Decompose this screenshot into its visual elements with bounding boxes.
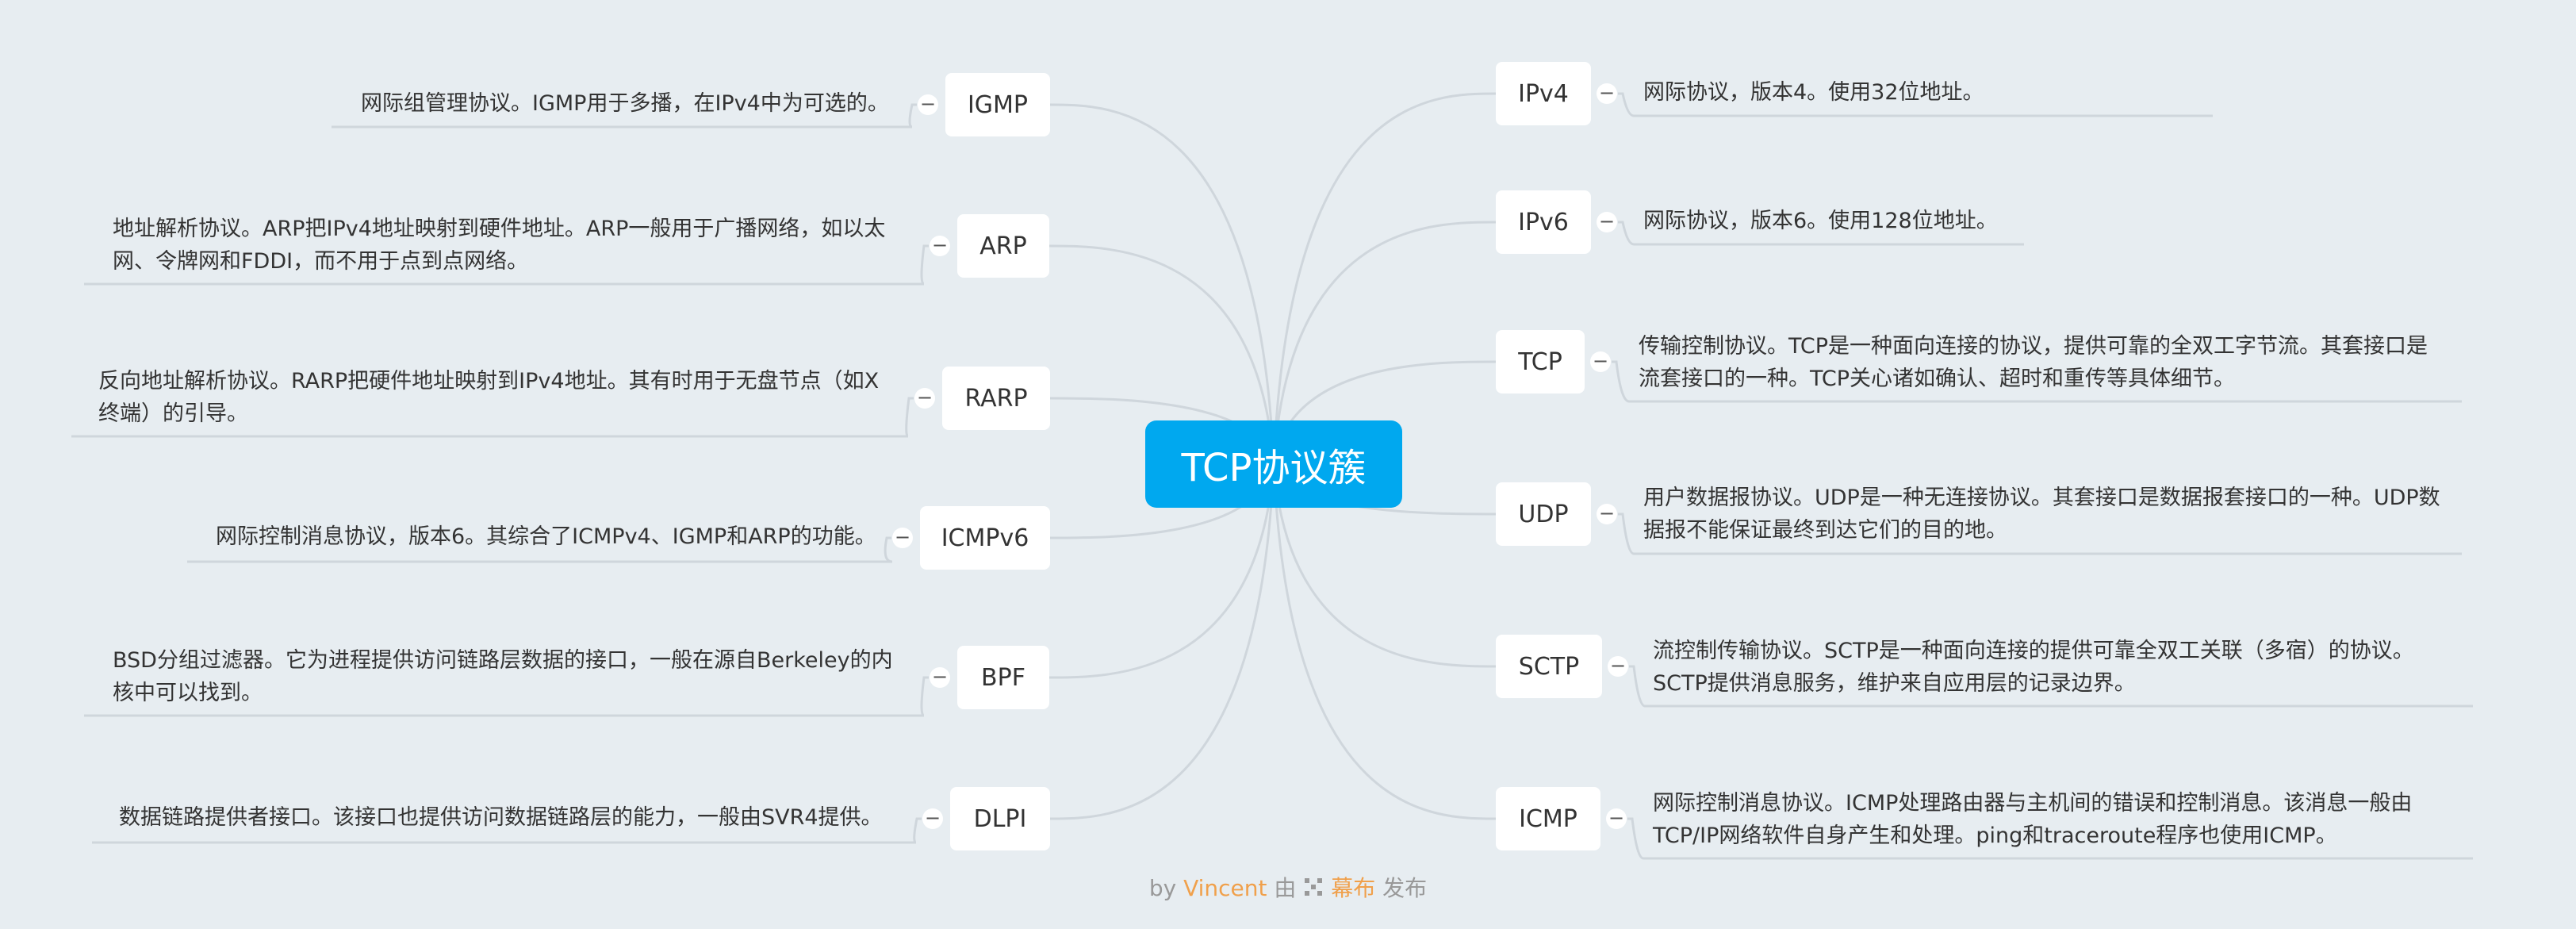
description-ipv4: 网际协议，版本4。使用32位地址。 bbox=[1643, 80, 1984, 105]
connector-arp bbox=[1048, 244, 1275, 465]
description-tcp: 传输控制协议。TCP是一种面向连接的协议，提供可靠的全双工字节流。其套接口是流套… bbox=[1639, 334, 2428, 391]
node-icmpv6[interactable]: ICMPv6 bbox=[920, 506, 1050, 570]
collapse-toggle-arp[interactable]: − bbox=[930, 236, 950, 256]
root-node[interactable]: TCP协议簇 bbox=[1145, 420, 1402, 508]
node-ipv6[interactable]: IPv6 bbox=[1496, 190, 1591, 254]
underline-arp bbox=[84, 244, 929, 286]
underline-icmp bbox=[1627, 817, 2473, 860]
underline-sctp bbox=[1629, 665, 2473, 708]
node-rarp[interactable]: RARP bbox=[942, 367, 1050, 430]
connector-bpf bbox=[1048, 463, 1275, 679]
footer-credit: by Vincent 由 幕布 发布 bbox=[0, 871, 2576, 903]
collapse-toggle-sctp[interactable]: − bbox=[1608, 656, 1628, 677]
node-icmp[interactable]: ICMP bbox=[1496, 787, 1600, 850]
collapse-toggle-icmpv6[interactable]: − bbox=[892, 528, 913, 548]
collapse-toggle-dlpi[interactable]: − bbox=[922, 808, 943, 829]
description-icmp: 网际控制消息协议。ICMP处理路由器与主机间的错误和控制消息。该消息一般由TCP… bbox=[1653, 791, 2413, 848]
underline-rarp bbox=[71, 397, 914, 438]
node-arp[interactable]: ARP bbox=[957, 214, 1049, 278]
description-bpf: BSD分组过滤器。它为进程提供访问链路层数据的接口，一般在源自Berkeley的… bbox=[113, 648, 893, 705]
connector-igmp bbox=[1049, 103, 1275, 465]
collapse-toggle-igmp[interactable]: − bbox=[918, 94, 938, 115]
description-icmpv6: 网际控制消息协议，版本6。其综合了ICMPv4、IGMP和ARP的功能。 bbox=[216, 524, 876, 549]
node-bpf[interactable]: BPF bbox=[957, 646, 1049, 709]
connector-sctp bbox=[1272, 463, 1497, 668]
footer-by: by bbox=[1148, 875, 1177, 901]
footer-author-link[interactable]: Vincent bbox=[1183, 875, 1267, 901]
collapse-toggle-icmp[interactable]: − bbox=[1606, 808, 1627, 829]
description-udp: 用户数据报协议。UDP是一种无连接协议。其套接口是数据报套接口的一种。UDP数据… bbox=[1643, 486, 2440, 543]
node-dlpi[interactable]: DLPI bbox=[950, 787, 1050, 850]
connector-dlpi bbox=[1049, 463, 1275, 820]
underline-ipv4 bbox=[1618, 92, 2213, 117]
footer-end: 发布 bbox=[1382, 875, 1428, 901]
collapse-toggle-tcp[interactable]: − bbox=[1590, 351, 1611, 372]
underline-igmp bbox=[332, 103, 917, 129]
collapse-toggle-udp[interactable]: − bbox=[1597, 504, 1617, 524]
connector-ipv6 bbox=[1272, 221, 1497, 465]
node-sctp[interactable]: SCTP bbox=[1496, 635, 1602, 698]
description-ipv6: 网际协议，版本6。使用128位地址。 bbox=[1643, 209, 1998, 233]
description-dlpi: 数据链路提供者接口。该接口也提供访问数据链路层的能力，一般由SVR4提供。 bbox=[119, 805, 883, 830]
footer-brand-link[interactable]: 幕布 bbox=[1331, 875, 1376, 901]
collapse-toggle-ipv6[interactable]: − bbox=[1597, 212, 1617, 232]
underline-tcp bbox=[1612, 360, 2462, 403]
connector-icmp bbox=[1272, 463, 1497, 820]
underline-bpf bbox=[84, 676, 929, 717]
mubu-logo-icon bbox=[1303, 877, 1324, 903]
description-igmp: 网际组管理协议。IGMP用于多播，在IPv4中为可选的。 bbox=[361, 91, 889, 116]
connector-ipv4 bbox=[1272, 92, 1497, 465]
underline-dlpi bbox=[92, 817, 922, 844]
node-udp[interactable]: UDP bbox=[1496, 482, 1591, 546]
footer-mid: 由 bbox=[1274, 875, 1297, 901]
underline-udp bbox=[1618, 512, 2462, 555]
collapse-toggle-ipv4[interactable]: − bbox=[1597, 83, 1617, 104]
description-sctp: 流控制传输协议。SCTP是一种面向连接的提供可靠全双工关联（多宿）的协议。SCT… bbox=[1653, 639, 2414, 696]
node-igmp[interactable]: IGMP bbox=[945, 73, 1050, 136]
node-tcp[interactable]: TCP bbox=[1496, 330, 1585, 393]
node-ipv4[interactable]: IPv4 bbox=[1496, 62, 1591, 125]
description-rarp: 反向地址解析协议。RARP把硬件地址映射到IPv4地址。其有时用于无盘节点（如X… bbox=[98, 369, 880, 426]
collapse-toggle-rarp[interactable]: − bbox=[914, 388, 935, 409]
collapse-toggle-bpf[interactable]: − bbox=[930, 667, 950, 688]
underline-icmpv6 bbox=[187, 536, 893, 563]
underline-ipv6 bbox=[1618, 221, 2024, 246]
description-arp: 地址解析协议。ARP把IPv4地址映射到硬件地址。ARP一般用于广播网络，如以太… bbox=[113, 217, 886, 274]
